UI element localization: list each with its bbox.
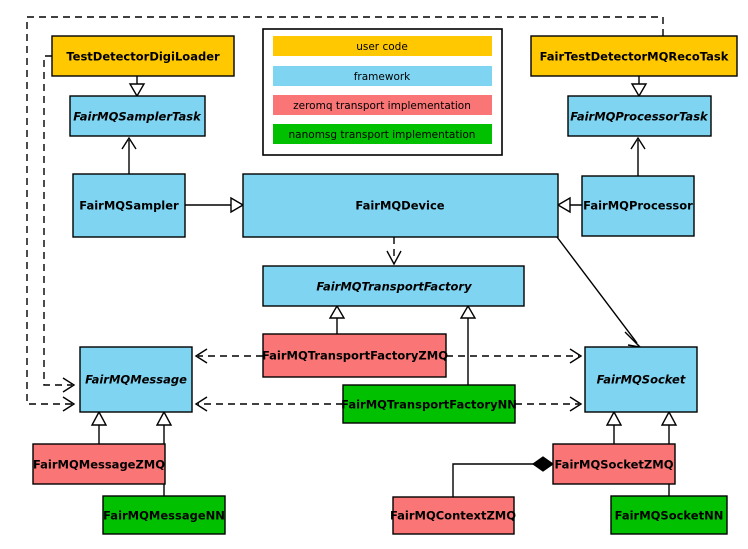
edge-device-to-transportfactory xyxy=(386,237,402,266)
edge-factorynn-generalization xyxy=(459,304,477,385)
legend-item-label: framework xyxy=(354,71,411,83)
legend-item-label: nanomsg transport implementation xyxy=(289,129,476,141)
legend-item-user-code: user code xyxy=(273,36,492,56)
edge-contextzmq-composition xyxy=(452,456,555,497)
node-fairmqsocketnn[interactable]: FairMQSocketNN xyxy=(610,495,728,535)
node-fairmqsocketzmq[interactable]: FairMQSocketZMQ xyxy=(552,443,676,485)
node-fairmqcontextzmq[interactable]: FairMQContextZMQ xyxy=(390,496,516,535)
node-fairmqtransportfactory[interactable]: FairMQTransportFactory xyxy=(262,265,525,307)
node-fairmqtransportfactorynn[interactable]: FairMQTransportFactoryNN xyxy=(341,384,517,424)
edge-messagezmq-generalization xyxy=(90,410,108,444)
edge-factoryzmq-to-socket xyxy=(446,348,583,364)
node-layer: TestDetectorDigiLoader FairTestDetectorM… xyxy=(32,35,738,535)
node-fairmqsamplertask[interactable]: FairMQSamplerTask xyxy=(69,95,206,137)
edge-processor-generalization xyxy=(556,196,582,214)
node-label: FairMQTransportFactory xyxy=(316,280,472,294)
edge-digiloader-generalization xyxy=(128,76,146,98)
edge-factorynn-to-message xyxy=(194,396,343,412)
node-label: TestDetectorDigiLoader xyxy=(66,50,220,64)
node-testdetectordigiloader[interactable]: TestDetectorDigiLoader xyxy=(51,35,235,77)
node-fairmqprocessortask[interactable]: FairMQProcessorTask xyxy=(567,95,712,137)
node-fairmqdevice[interactable]: FairMQDevice xyxy=(242,173,559,238)
node-label: FairMQDevice xyxy=(355,199,444,213)
legend-item-label: user code xyxy=(356,41,408,53)
node-label: FairMQMessage xyxy=(85,373,187,387)
edge-processor-to-processortask xyxy=(630,136,646,176)
edge-recotask-generalization xyxy=(630,76,648,98)
node-label: FairMQSamplerTask xyxy=(73,110,202,124)
node-fairmqmessagenn[interactable]: FairMQMessageNN xyxy=(102,495,226,535)
edge-digiloader-to-message xyxy=(43,55,76,393)
node-label: FairMQSocketNN xyxy=(615,509,724,523)
edge-factorynn-to-socket xyxy=(515,396,583,412)
node-fairmqsampler[interactable]: FairMQSampler xyxy=(72,173,186,238)
node-fairmqmessage[interactable]: FairMQMessage xyxy=(79,346,193,413)
edge-socketzmq-generalization xyxy=(605,410,623,444)
node-label: FairMQTransportFactoryZMQ xyxy=(262,349,448,363)
node-label: FairMQSampler xyxy=(79,199,179,213)
edge-factoryzmq-to-message xyxy=(194,348,263,364)
node-label: FairMQProcessorTask xyxy=(570,110,709,124)
legend-item-framework: framework xyxy=(273,66,492,86)
node-fairmqtransportfactoryzmq[interactable]: FairMQTransportFactoryZMQ xyxy=(262,333,448,378)
node-label: FairMQMessageZMQ xyxy=(33,458,165,472)
edge-factoryzmq-generalization xyxy=(328,304,346,334)
legend: user code framework zeromq transport imp… xyxy=(262,28,503,156)
node-fairmqprocessor[interactable]: FairMQProcessor xyxy=(581,175,695,237)
legend-item-nanomsg: nanomsg transport implementation xyxy=(273,124,492,144)
node-label: FairMQSocket xyxy=(597,373,686,387)
node-fairmqsocket[interactable]: FairMQSocket xyxy=(584,346,698,413)
legend-item-zeromq: zeromq transport implementation xyxy=(273,95,492,115)
node-fairmqmessagezmq[interactable]: FairMQMessageZMQ xyxy=(32,443,166,485)
node-label: FairTestDetectorMQRecoTask xyxy=(540,50,729,64)
legend-item-label: zeromq transport implementation xyxy=(293,100,471,112)
edge-sampler-generalization xyxy=(185,196,245,214)
node-label: FairMQContextZMQ xyxy=(390,509,516,523)
edge-device-to-socket xyxy=(556,236,643,349)
node-fairtestdetectormqrecotask[interactable]: FairTestDetectorMQRecoTask xyxy=(530,35,738,77)
node-label: FairMQMessageNN xyxy=(103,509,225,523)
node-label: FairMQSocketZMQ xyxy=(555,458,674,472)
node-label: FairMQTransportFactoryNN xyxy=(341,398,517,412)
edge-recotask-to-message xyxy=(26,16,664,412)
node-label: FairMQProcessor xyxy=(583,199,693,213)
edge-sampler-to-samplertask xyxy=(121,136,137,174)
